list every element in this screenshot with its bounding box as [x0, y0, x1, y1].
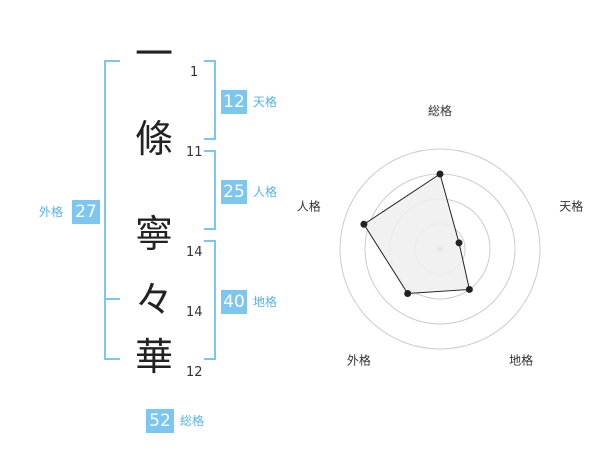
jinkaku-bracket: [204, 150, 216, 230]
radar-axis-label: 地格: [509, 353, 533, 368]
stroke-count-3: 14: [186, 245, 203, 260]
stroke-count-5: 12: [186, 365, 203, 380]
chikaku-bracket: [204, 240, 216, 360]
radar-axis-label: 外格: [347, 353, 371, 368]
jinkaku-value-badge: 25: [221, 180, 247, 204]
gaikaku-label: 外格: [39, 205, 64, 219]
radar-data-point: [436, 170, 444, 178]
soukaku-value-badge: 52: [146, 409, 174, 433]
jinkaku-label: 人格: [253, 185, 278, 199]
radar-axis-label: 総格: [428, 103, 452, 118]
name-char-3: 寧: [134, 212, 173, 256]
radar-axis-label: 天格: [559, 198, 583, 213]
name-char-5: 華: [134, 335, 173, 379]
stroke-count-1: 1: [190, 65, 199, 80]
radar-data-point: [404, 289, 412, 297]
radar-axis-label: 人格: [297, 198, 321, 213]
stroke-count-4: 14: [186, 305, 203, 320]
chikaku-label: 地格: [253, 295, 278, 309]
tenkaku-bracket: [204, 60, 216, 140]
tenkaku-label: 天格: [253, 95, 278, 109]
gaikaku-value-badge: 27: [72, 200, 100, 224]
radar-grid-ring: [339, 148, 541, 350]
gaikaku-bracket: [104, 60, 120, 360]
gaikaku-bracket-mid-tick: [104, 298, 120, 300]
tenkaku-value-badge: 12: [221, 90, 247, 114]
name-char-4: 々: [134, 278, 173, 322]
name-char-2: 條: [134, 117, 173, 161]
radar-data-point: [360, 220, 368, 228]
chikaku-value-badge: 40: [221, 290, 247, 314]
radar-data-point: [465, 285, 473, 293]
name-char-1: 一: [134, 32, 173, 76]
radar-data-point: [455, 239, 463, 247]
stroke-count-2: 11: [186, 145, 203, 160]
radar-data-polygon: [363, 173, 471, 295]
soukaku-label: 総格: [180, 414, 205, 428]
